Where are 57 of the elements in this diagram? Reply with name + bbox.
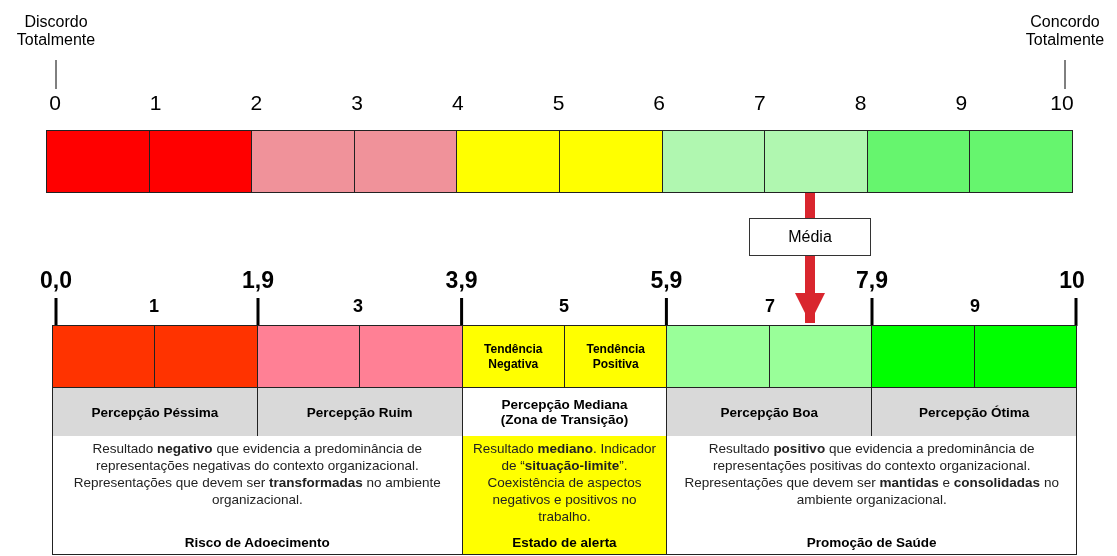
scale-number: 10 [1043, 89, 1081, 117]
description-text: Resultado negativo que evidencia a predominância de representações negativas do contexto organizacional. Representações que devem ser transformadas no ambiente organizacional. [72, 440, 442, 508]
scale-cell [764, 130, 868, 193]
result-title: Estado de alerta [512, 535, 617, 552]
range-limit: 1,9 [242, 266, 274, 294]
scale-cell [661, 130, 766, 193]
category-cell: Percepção Ótima [871, 387, 1077, 437]
leader-line [1064, 59, 1066, 90]
scale-number: 0 [43, 89, 67, 117]
scale-number: 7 [754, 91, 766, 115]
result-title: Promoção de Saúde [806, 535, 937, 552]
scale-cell [353, 130, 458, 193]
description-text: Resultado positivo que evidencia a predominância de representações positivas do contexto organizacional. Representações que devem ser mantidas e consolidadas no ambiente organizacional. [683, 440, 1060, 508]
scale-cell: Tendência Negativa [461, 325, 565, 388]
scale-cell [46, 130, 150, 193]
scale-number: 8 [854, 91, 867, 115]
range-limit: 3,9 [445, 266, 478, 294]
category-cell: Percepção Ruim [256, 387, 463, 437]
scale-cell [359, 325, 463, 388]
scale-cell [256, 325, 361, 388]
score-number: 5 [559, 295, 569, 317]
scale-cell [866, 130, 971, 193]
range-limit: 10 [1059, 266, 1085, 294]
scale-cell [559, 130, 663, 193]
scale-number: 4 [451, 91, 464, 115]
score-number: 9 [970, 295, 980, 317]
scale-end-label: Discordo Totalmente [0, 2, 112, 60]
score-number: 1 [149, 295, 159, 317]
range-limit: 5,9 [650, 266, 683, 294]
scale-cell [148, 130, 253, 193]
edge-label: Média [749, 218, 871, 256]
scale-cell [973, 325, 1077, 388]
scale-number: 1 [149, 91, 162, 115]
scale-cell: Tendência Positiva [564, 325, 668, 388]
range-limit: 0,0 [40, 266, 72, 294]
category-cell: Percepção Péssima [52, 387, 258, 437]
scale-number: 6 [653, 91, 666, 115]
range-limit: 7,9 [856, 266, 888, 294]
scale-cell [969, 130, 1073, 193]
scale-cell [52, 325, 156, 388]
scale-cell [251, 130, 355, 193]
scale-number: 5 [552, 91, 565, 115]
scale-cell [154, 325, 258, 388]
scale-number: 3 [351, 91, 363, 115]
scale-end-label: Concordo Totalmente [1010, 2, 1117, 60]
scale-cell [768, 325, 873, 388]
scale-cell [666, 325, 770, 388]
scale-cell [871, 325, 975, 388]
score-number: 3 [353, 295, 363, 317]
scale-number: 9 [955, 91, 968, 115]
score-number: 7 [765, 295, 775, 317]
result-title: Risco de Adoecimento [184, 535, 330, 552]
scale-cell [456, 130, 560, 193]
description-text: Resultado mediano. Indicador de “situação-limite”. Coexistência de aspectos negativos e positivos no trabalho. [471, 440, 658, 525]
leader-line [55, 59, 57, 90]
category-cell: Percepção Boa [666, 387, 873, 437]
scale-number: 2 [250, 91, 263, 115]
